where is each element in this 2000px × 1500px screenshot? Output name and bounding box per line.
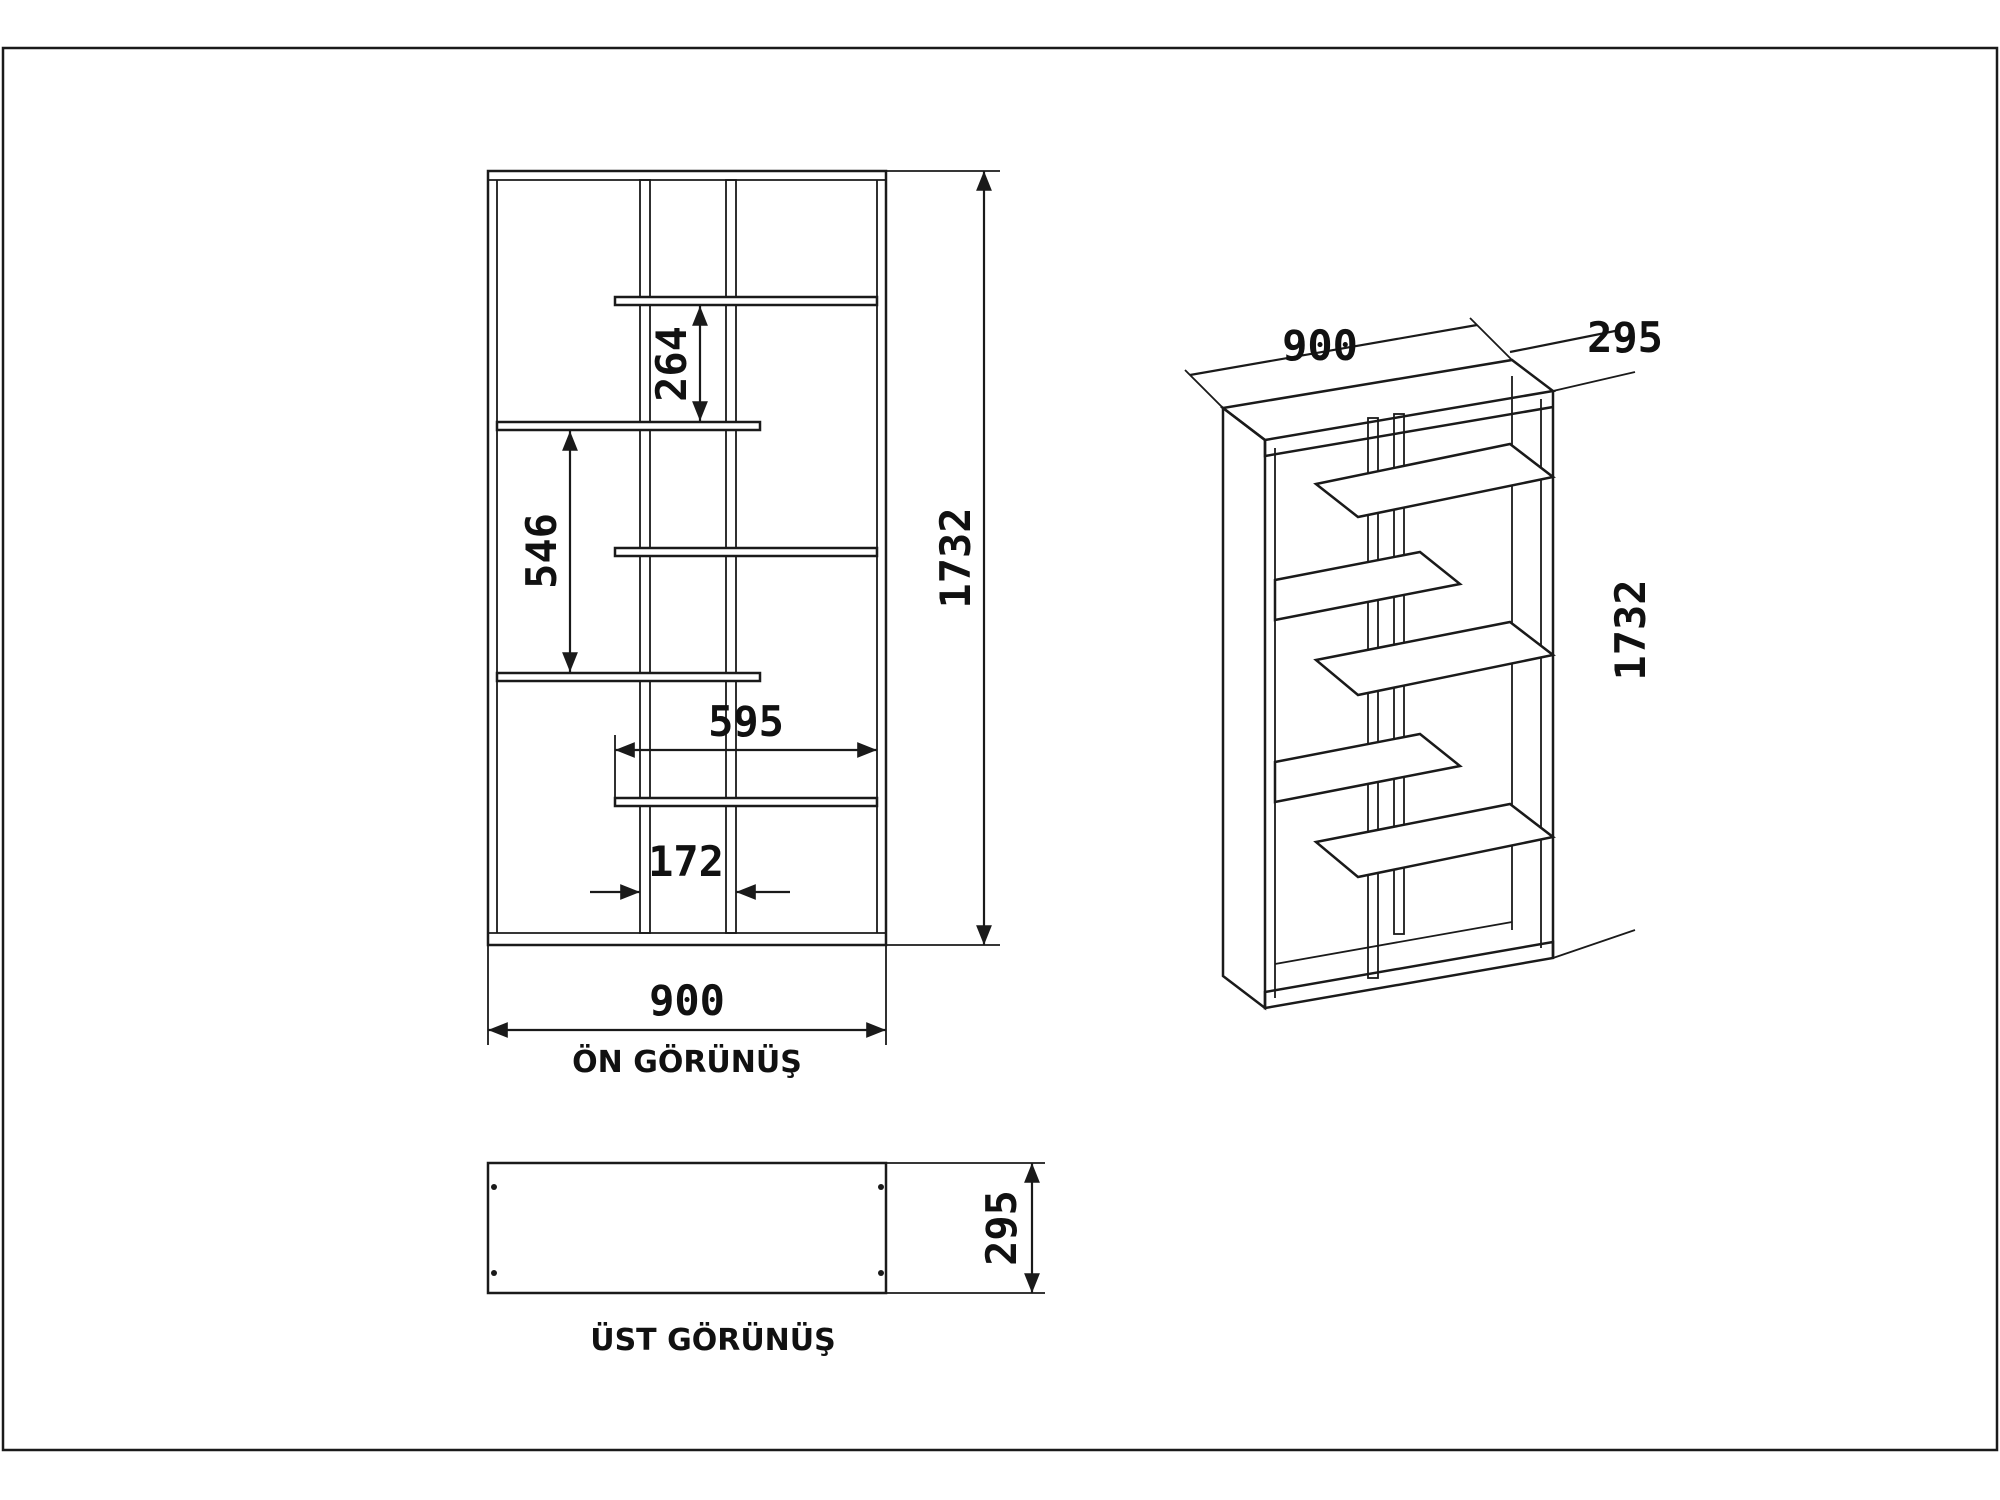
page-frame — [1, 46, 1999, 1452]
top-pin — [491, 1184, 497, 1190]
iso-dim-text-1732: 1732 — [1606, 579, 1655, 680]
dim-text-546: 546 — [517, 513, 566, 589]
front-view: 264 546 595 172 1732 900 ÖN GÖRÜNÜŞ — [486, 169, 1000, 1080]
iso-shelf — [1313, 802, 1556, 879]
iso-shelf — [1313, 620, 1556, 697]
iso-view: 900 295 1732 — [1184, 313, 1663, 1011]
iso-top-front — [1263, 405, 1554, 458]
iso-bottom — [1263, 940, 1555, 1010]
dim-text-172: 172 — [648, 837, 724, 886]
iso-ext-295 — [1552, 371, 1636, 392]
iso-ext-1732-bottom — [1552, 929, 1636, 959]
top-pin — [878, 1184, 884, 1190]
top-pin — [491, 1270, 497, 1276]
iso-top — [1219, 358, 1557, 442]
dim-text-900: 900 — [649, 976, 725, 1025]
iso-dim-text-295: 295 — [1587, 313, 1663, 362]
dim-text-295-top: 295 — [977, 1190, 1026, 1266]
front-outer-frame — [486, 169, 888, 947]
front-shelf-3 — [613, 546, 879, 558]
top-view: 295 ÜST GÖRÜNÜŞ — [486, 1161, 1045, 1358]
dim-text-1732: 1732 — [931, 507, 980, 608]
iso-post-1 — [1367, 417, 1379, 979]
front-shelf-4 — [495, 671, 762, 683]
front-shelf-5 — [613, 796, 879, 808]
top-outline — [486, 1161, 888, 1295]
front-view-title: ÖN GÖRÜNÜŞ — [572, 1043, 802, 1080]
iso-dim-line-295 — [1509, 328, 1621, 354]
iso-shelf — [1273, 550, 1463, 622]
iso-dim-line-900 — [1189, 323, 1478, 377]
dim-text-595: 595 — [708, 697, 784, 746]
front-shelf-2 — [495, 420, 762, 432]
top-pin — [878, 1270, 884, 1276]
iso-ext-900-left — [1184, 369, 1224, 409]
iso-shelf — [1273, 732, 1463, 804]
top-view-title: ÜST GÖRÜNÜŞ — [590, 1321, 836, 1358]
iso-bottom-back — [1274, 921, 1513, 965]
iso-shelf — [1313, 442, 1556, 519]
front-shelf-1 — [613, 295, 879, 307]
iso-dim-text-900: 900 — [1282, 321, 1358, 370]
dim-text-264: 264 — [647, 326, 696, 402]
iso-left-panel — [1221, 405, 1267, 1011]
